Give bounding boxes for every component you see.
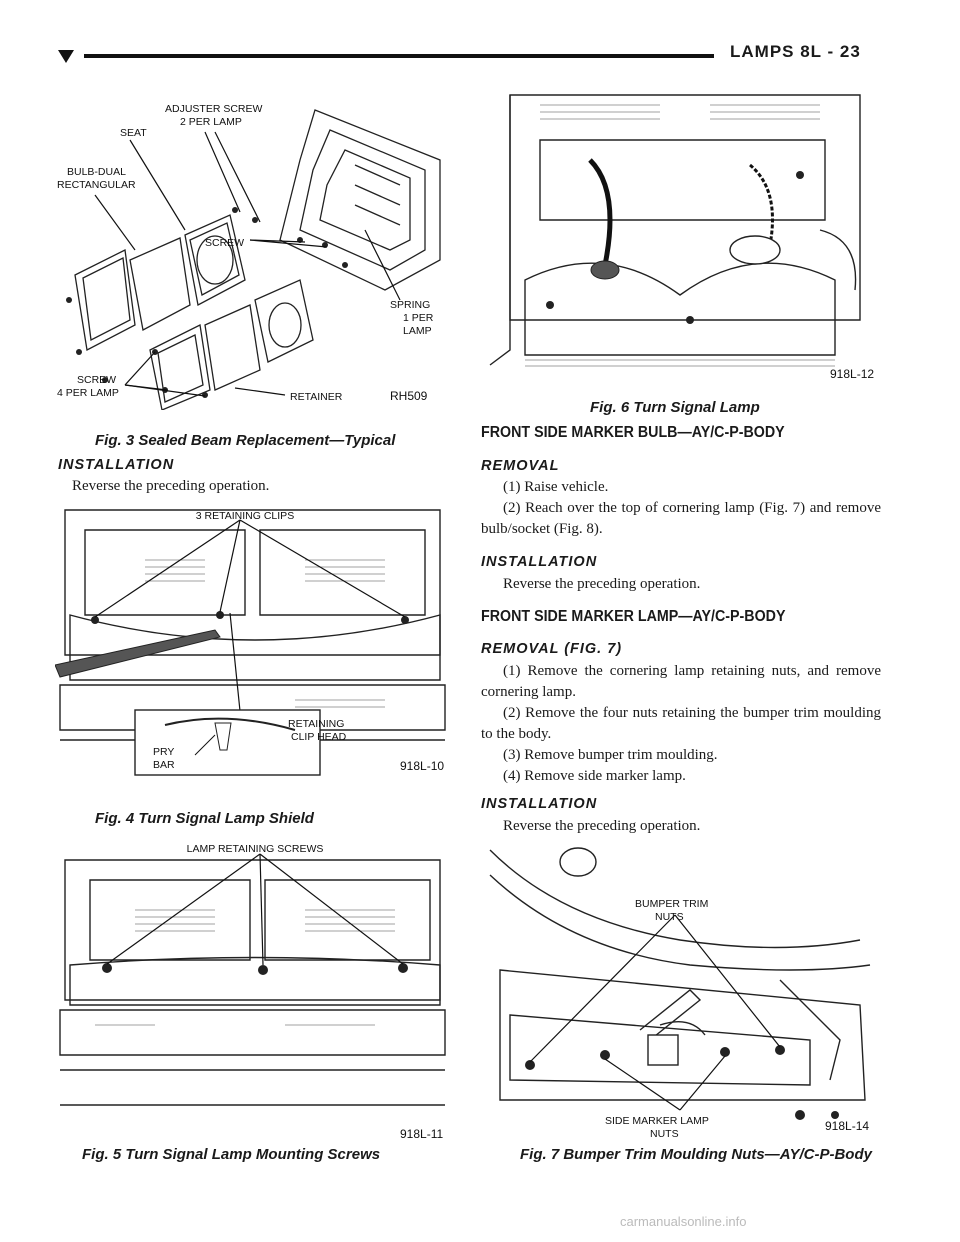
fig4-id: 918L-10 — [400, 759, 444, 773]
figure-6-illustration: 918L-12 — [480, 90, 880, 385]
fig3-label-spring: SPRING — [390, 299, 430, 311]
fig3-label-spring-per: 1 PER — [403, 312, 434, 324]
installation2-text: Reverse the preceding operation. — [503, 818, 701, 834]
section1-title: FRONT SIDE MARKER BULB—AY/C-P-BODY — [481, 424, 785, 441]
removal2-step-1: (1) Remove the cornering lamp retaining … — [481, 663, 881, 700]
installation1-heading: INSTALLATION — [481, 554, 598, 570]
left-installation-heading: INSTALLATION — [58, 457, 175, 473]
fig4-caption: Fig. 4 Turn Signal Lamp Shield — [95, 810, 314, 827]
fig7-id: 918L-14 — [825, 1119, 869, 1133]
installation1-text: Reverse the preceding operation. — [503, 576, 701, 592]
fig7-label-side-marker: SIDE MARKER LAMP — [605, 1115, 709, 1127]
fig4-label-clip-head: CLIP HEAD — [291, 731, 347, 743]
fig7-label-side-nuts: NUTS — [650, 1128, 679, 1140]
figure-5-illustration: LAMP RETAINING SCREWS 918L-11 — [55, 840, 450, 1140]
fig3-label-adjuster-screw: ADJUSTER SCREW — [165, 103, 263, 115]
removal2-step-4: (4) Remove side marker lamp. — [503, 768, 686, 784]
fig3-label-four-per-lamp: 4 PER LAMP — [57, 387, 119, 399]
fig4-label-pry: PRY — [153, 746, 174, 758]
page-header-title: LAMPS 8L - 23 — [730, 42, 861, 61]
fig5-label-screws: LAMP RETAINING SCREWS — [187, 843, 324, 855]
removal2-heading: REMOVAL (FIG. 7) — [481, 641, 623, 657]
fig4-label-clips: 3 RETAINING CLIPS — [196, 510, 294, 522]
section2-title: FRONT SIDE MARKER LAMP—AY/C-P-BODY — [481, 608, 786, 625]
fig4-label-retaining: RETAINING — [288, 718, 344, 730]
fig7-label-bumper-trim: BUMPER TRIM — [635, 898, 708, 910]
fig7-caption: Fig. 7 Bumper Trim Moulding Nuts—AY/C-P-… — [520, 1146, 872, 1163]
fig3-label-adjuster-per-lamp: 2 PER LAMP — [180, 116, 242, 128]
removal2-step-2: (2) Remove the four nuts retaining the b… — [481, 705, 881, 742]
header-rule — [84, 54, 714, 58]
figure-3-illustration: ADJUSTER SCREW 2 PER LAMP SEAT BULB-DUAL… — [55, 90, 450, 410]
fig3-label-rectangular: RECTANGULAR — [57, 179, 136, 191]
fig5-caption: Fig. 5 Turn Signal Lamp Mounting Screws — [82, 1146, 381, 1163]
fig7-label-bumper-nuts: NUTS — [655, 911, 684, 923]
fig6-id: 918L-12 — [830, 367, 874, 381]
fig6-caption: Fig. 6 Turn Signal Lamp — [590, 399, 760, 416]
fig5-id: 918L-11 — [400, 1127, 443, 1140]
fig3-label-spring-lamp: LAMP — [403, 325, 432, 337]
fig3-label-screw-four: SCREW — [77, 374, 116, 386]
fig3-id: RH509 — [390, 389, 428, 403]
removal-heading: REMOVAL — [481, 458, 560, 474]
fig3-label-seat: SEAT — [120, 127, 147, 139]
removal2-step-3: (3) Remove bumper trim moulding. — [503, 747, 718, 763]
fig3-label-screw: SCREW — [205, 237, 244, 249]
fig3-label-retainer: RETAINER — [290, 391, 343, 403]
figure-7-illustration: BUMPER TRIM NUTS SIDE MARKER LAMP NUTS 9… — [480, 840, 880, 1140]
removal-step-1: (1) Raise vehicle. — [503, 479, 609, 495]
header-triangle-icon — [58, 50, 74, 63]
fig4-label-bar: BAR — [153, 759, 175, 771]
site-watermark: carmanualsonline.info — [620, 1214, 747, 1229]
installation2-heading: INSTALLATION — [481, 796, 598, 812]
fig3-caption: Fig. 3 Sealed Beam Replacement—Typical — [95, 432, 396, 449]
removal-step-2: (2) Reach over the top of cornering lamp… — [481, 500, 881, 537]
left-installation-text: Reverse the preceding operation. — [72, 478, 270, 494]
fig3-label-bulb-dual: BULB-DUAL — [67, 166, 126, 178]
figure-4-illustration: 3 RETAINING CLIPS RETAINING CLIP HEAD PR… — [55, 505, 450, 805]
